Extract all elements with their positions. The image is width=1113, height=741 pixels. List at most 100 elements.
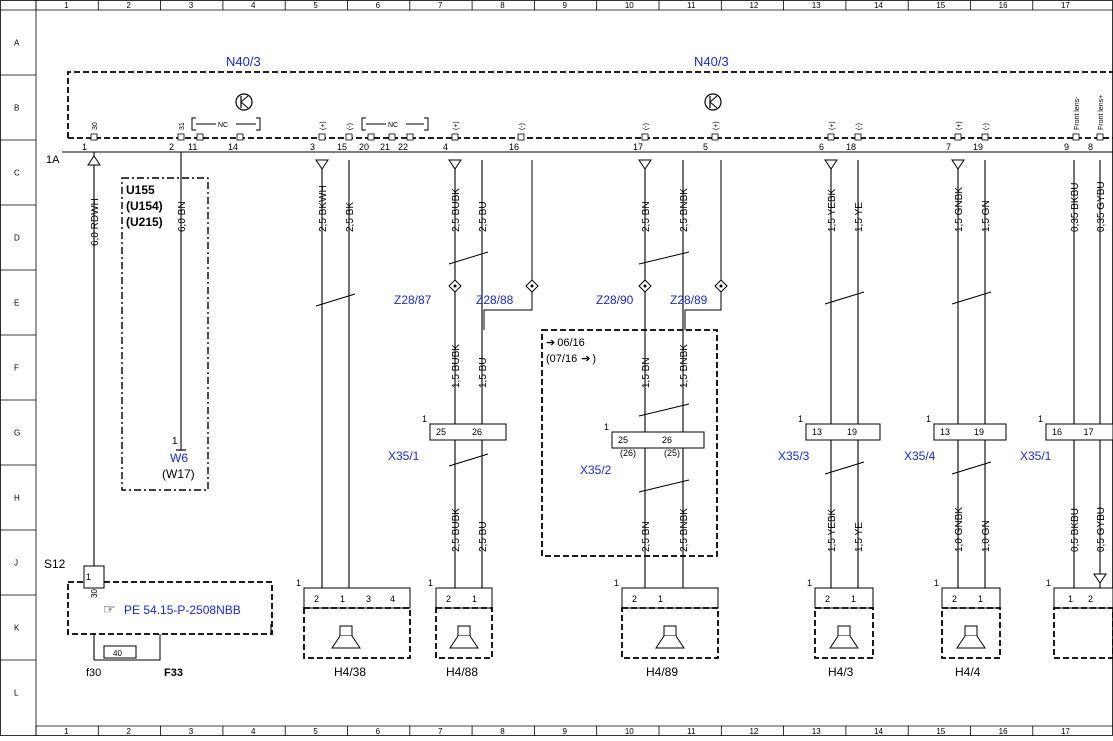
reference-icon: ☞ (103, 601, 116, 617)
speaker-label: H4/89 (646, 665, 678, 679)
reference-link[interactable]: PE 54.15-P-2508NBB (124, 603, 241, 617)
pin-number: (25) (664, 448, 680, 458)
grid-col-17: 17 (1061, 727, 1070, 736)
wire-label: 1,5 GNBK (954, 187, 965, 232)
wire-label: 2,5 BK (345, 202, 356, 232)
wire-label: 1,5 BU (478, 357, 489, 388)
module-label-right: N40/3 (694, 54, 729, 69)
splice-label: Z28/89 (670, 293, 708, 307)
speaker-icon (957, 626, 985, 648)
svg-text:➔06/16: ➔06/16 (546, 337, 585, 349)
wire-label: 6,0 BN (177, 201, 188, 232)
grid-row-B: B (14, 104, 19, 113)
grid-col-1: 1 (64, 727, 69, 736)
grid-col-10: 10 (625, 727, 634, 736)
grid-col-12: 12 (749, 727, 758, 736)
grid-col-15: 15 (936, 1, 945, 10)
pin-signal: 30 (92, 122, 99, 130)
pin-number: 13 (812, 427, 822, 437)
wire-label: 2,5 BNBK (679, 508, 690, 552)
pin-number: 1 (1038, 414, 1043, 424)
pin-number: 1 (340, 594, 345, 604)
pin-number: 1 (472, 594, 477, 604)
pin-number: 1 (798, 414, 803, 424)
pin-number: 1 (614, 578, 619, 588)
grid-col-6: 6 (376, 1, 381, 10)
svg-text:1: 1 (172, 436, 178, 447)
pin-number: 14 (228, 142, 238, 152)
pin-signal: (-) (347, 123, 354, 130)
pin-signal: Front lens- (1074, 96, 1081, 130)
grid-col-17: 17 (1061, 1, 1070, 10)
pin-number: 26 (662, 435, 672, 445)
grid-row-C: C (14, 169, 20, 178)
grid-row-E: E (14, 299, 19, 308)
grid-col-7: 7 (438, 1, 443, 10)
grid-row-L: L (14, 689, 19, 698)
pin-number: 5 (703, 142, 708, 152)
pin-number: 2 (169, 142, 174, 152)
grid-col-1: 1 (64, 1, 69, 10)
speaker-icon (830, 626, 858, 648)
pin-number: 26 (472, 427, 482, 437)
wire-label: 0,35 GYBU (1096, 181, 1107, 232)
grid-col-8: 8 (500, 1, 505, 10)
svg-text:(U215): (U215) (126, 215, 163, 229)
pin-number: 2 (825, 594, 830, 604)
pin-number: 16 (509, 142, 519, 152)
wire-label: 1,5 YEBK (827, 508, 838, 552)
pin-signal: 31 (179, 122, 186, 130)
wire-label: 1,5 BNBK (679, 344, 690, 388)
pin-number: 1 (934, 578, 939, 588)
grid-row-K: K (14, 624, 20, 633)
wire-label: 1,5 YE (854, 202, 865, 232)
pin-number: 16 (1052, 427, 1062, 437)
transistor-icon (705, 94, 721, 110)
grid-col-9: 9 (563, 1, 568, 10)
grid-row-H: H (14, 494, 20, 503)
grid-row-A: A (14, 39, 20, 48)
grid-col-8: 8 (500, 727, 505, 736)
pin-number: 1 (604, 422, 609, 432)
grid-col-6: 6 (376, 727, 381, 736)
connector-label: X35/3 (778, 449, 810, 463)
grid-col-4: 4 (251, 1, 256, 10)
pin-number: 1 (807, 578, 812, 588)
pin-number: 1 (978, 594, 983, 604)
grid-col-3: 3 (189, 727, 194, 736)
pin-number: 22 (398, 142, 408, 152)
grid-col-16: 16 (999, 727, 1008, 736)
pin-number: 25 (618, 435, 628, 445)
speaker-icon (332, 626, 360, 648)
grid-col-4: 4 (251, 727, 256, 736)
grid-row-G: G (14, 429, 20, 438)
connector-label: X35/4 (904, 449, 936, 463)
wire-label: 2,5 BN (641, 521, 652, 552)
pin-number: 19 (974, 427, 984, 437)
pin-number: 1 (851, 594, 856, 604)
grid-col-11: 11 (687, 1, 696, 10)
wire-label: 0,5 BKBU (1070, 508, 1081, 552)
grid-row-D: D (14, 234, 20, 243)
pin-signal: (-) (519, 123, 526, 130)
pin-signal: (+) (829, 121, 836, 130)
transistor-icon (236, 94, 252, 110)
pin-number: 17 (633, 142, 643, 152)
wire-label: 1,5 BN (641, 357, 652, 388)
pin-number: 1 (926, 414, 931, 424)
wire-label: 2,5 BU (478, 201, 489, 232)
splice-label: Z28/90 (596, 293, 634, 307)
speaker-icon (450, 626, 478, 648)
connector-label: X35/1 (1020, 449, 1052, 463)
pin-number: 1 (1046, 578, 1051, 588)
grid-col-11: 11 (687, 727, 696, 736)
svg-text:1: 1 (86, 572, 91, 582)
pin-signal: (-) (856, 123, 863, 130)
pin-number: 1 (422, 414, 427, 424)
grid-col-15: 15 (936, 727, 945, 736)
